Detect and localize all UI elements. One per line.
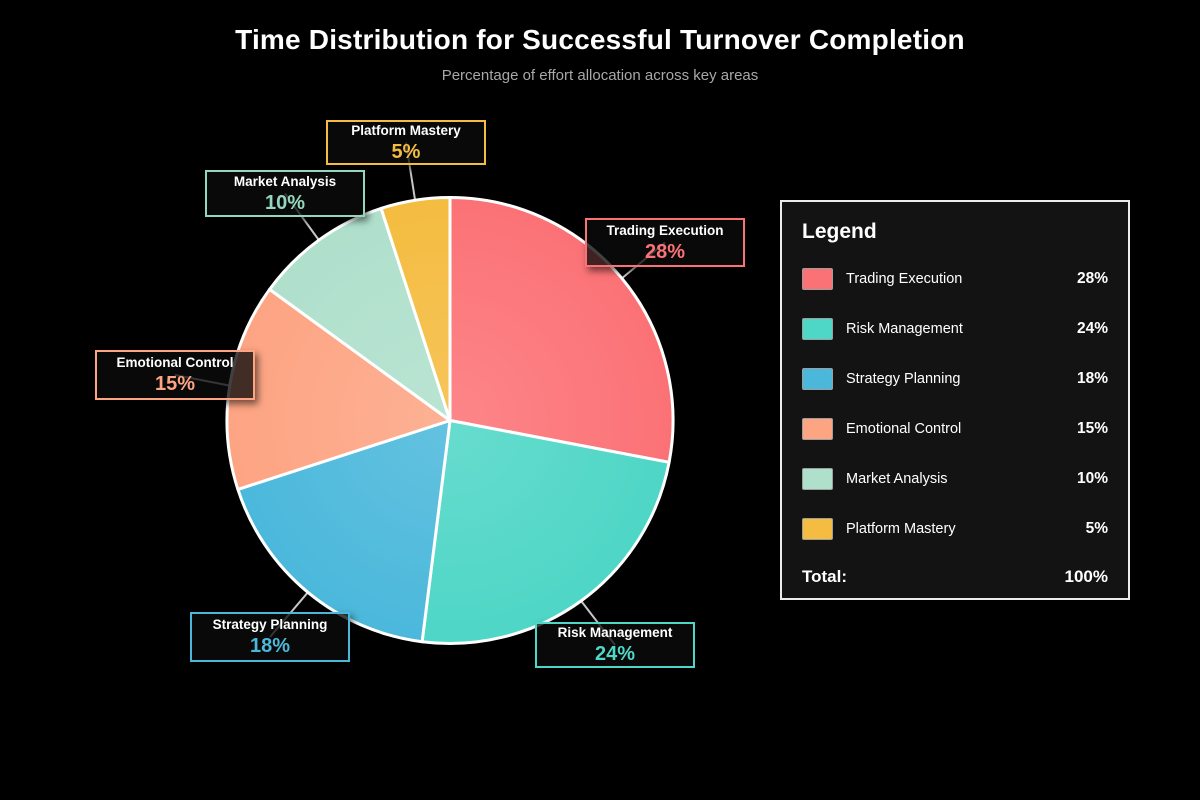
callout-percent: 24% (594, 643, 636, 665)
callout-label: Trading Execution (606, 222, 724, 238)
legend-label: Risk Management (846, 321, 963, 337)
callout-risk-management: Risk Management 24% (535, 622, 695, 668)
callout-emotional-control: Emotional Control 15% (95, 350, 255, 400)
legend-swatch-emotional-control-icon (802, 418, 833, 440)
legend-panel: Legend Trading Execution 28% Risk Manage… (780, 200, 1130, 600)
legend-swatch-trading-execution-icon (802, 268, 833, 290)
legend-label: Strategy Planning (846, 371, 961, 387)
callout-label: Emotional Control (116, 355, 234, 370)
legend-total-row: Total: 100% (802, 567, 1108, 587)
legend-value: 18% (1076, 370, 1108, 387)
legend-swatch-strategy-planning-icon (802, 368, 833, 390)
callout-percent: 18% (249, 635, 291, 657)
callout-label: Platform Mastery (351, 122, 461, 138)
callout-market-analysis: Market Analysis 10% (205, 170, 365, 217)
pie-slice-trading-execution[interactable] (448, 196, 675, 464)
callout-label: Risk Management (557, 625, 673, 640)
legend-item-platform-mastery[interactable]: Platform Mastery 5% (802, 504, 1108, 554)
legend-swatch-risk-management-icon (802, 318, 833, 340)
callout-platform-mastery: Platform Mastery 5% (326, 120, 486, 165)
legend-value: 24% (1076, 320, 1108, 337)
legend-swatch-market-analysis-icon (802, 468, 833, 490)
callout-label: Strategy Planning (212, 617, 328, 632)
legend-item-strategy-planning[interactable]: Strategy Planning 18% (802, 354, 1108, 404)
legend-label: Trading Execution (846, 271, 963, 287)
callout-trading-execution: Trading Execution 28% (585, 218, 745, 267)
legend-label: Platform Mastery (846, 521, 956, 537)
legend-item-market-analysis[interactable]: Market Analysis 10% (802, 454, 1108, 504)
pie-slice-market-analysis[interactable] (268, 206, 452, 422)
callout-label: Market Analysis (233, 173, 337, 189)
legend-title: Legend (802, 220, 877, 243)
callout-percent: 28% (644, 240, 686, 263)
page-title: Time Distribution for Successful Turnove… (235, 24, 965, 55)
legend-item-emotional-control[interactable]: Emotional Control 15% (802, 404, 1108, 454)
legend-label: Emotional Control (846, 421, 962, 437)
page-subtitle: Percentage of effort allocation across k… (441, 67, 759, 84)
legend-swatch-platform-mastery-icon (802, 518, 833, 540)
legend-value: 10% (1076, 470, 1108, 487)
legend-value: 28% (1076, 270, 1108, 287)
legend-label: Market Analysis (846, 471, 948, 487)
legend-item-risk-management[interactable]: Risk Management 24% (802, 304, 1108, 354)
callout-percent: 15% (154, 373, 196, 395)
callout-strategy-planning: Strategy Planning 18% (190, 612, 350, 662)
callout-percent: 10% (264, 191, 306, 214)
legend-total-label: Total: (802, 567, 848, 586)
pie-slice-platform-mastery[interactable] (379, 196, 452, 422)
pie-slices-group (225, 196, 675, 645)
pie-slice-strategy-planning[interactable] (236, 419, 452, 644)
legend-total-value: 100% (1064, 567, 1108, 586)
legend-value: 15% (1076, 420, 1108, 437)
legend-item-trading-execution[interactable]: Trading Execution 28% (802, 254, 1108, 304)
legend-value: 5% (1085, 520, 1108, 537)
chart-header: Time Distribution for Successful Turnove… (0, 24, 1200, 84)
callout-percent: 5% (391, 140, 421, 163)
pie-slice-risk-management[interactable] (420, 419, 671, 645)
